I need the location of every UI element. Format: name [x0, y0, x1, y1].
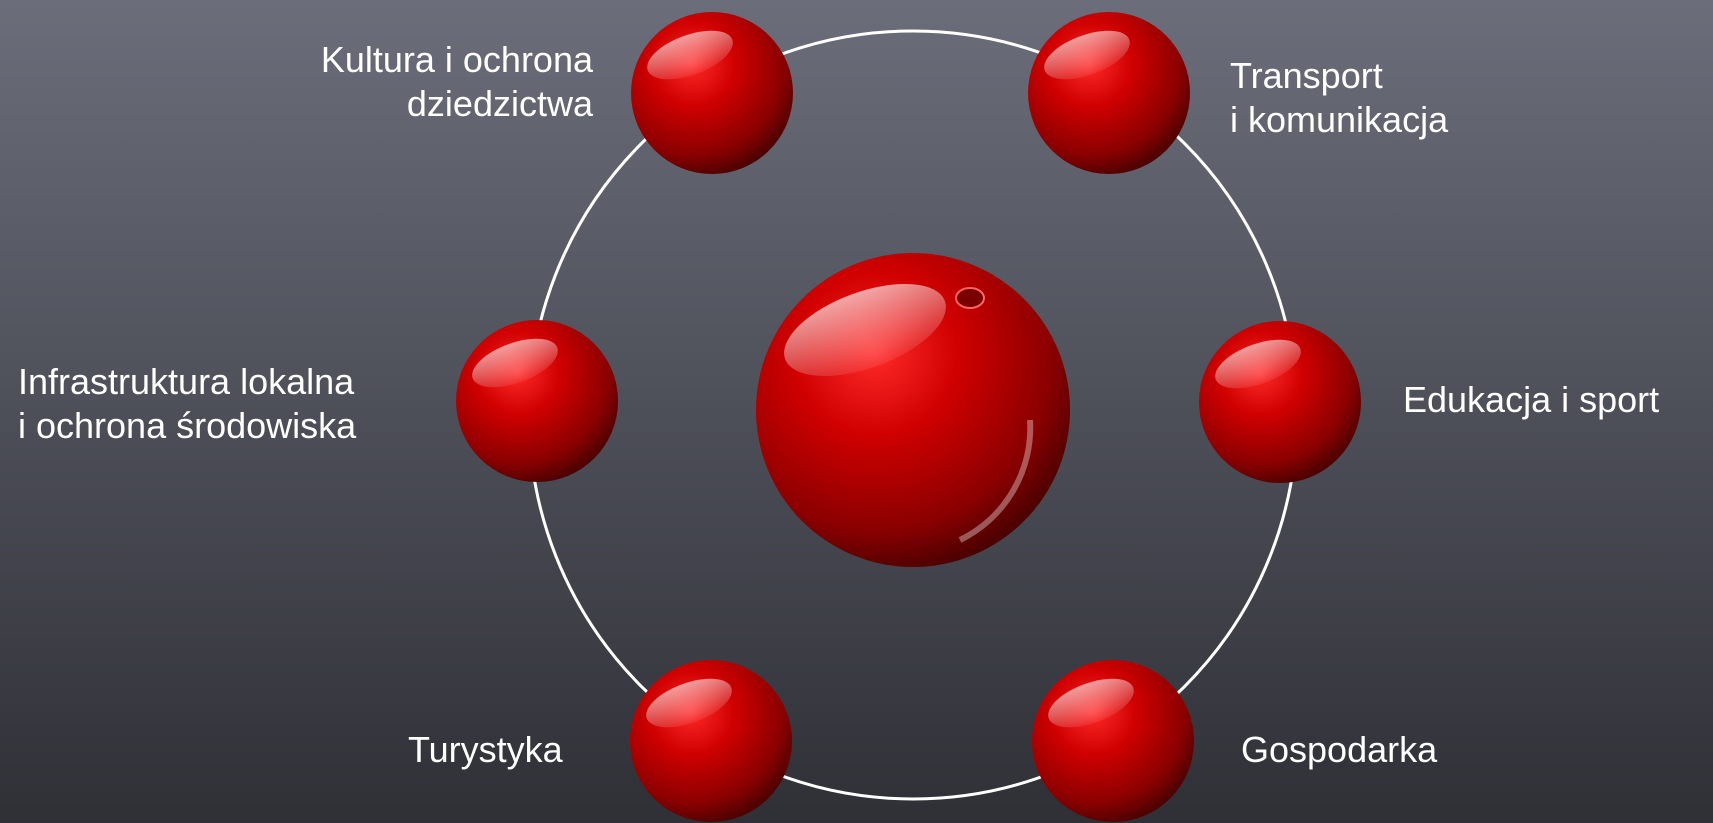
label-economy: Gospodarka — [1241, 729, 1438, 770]
sphere-culture — [631, 12, 793, 174]
label-infrastructure: Infrastruktura lokalna i ochrona środowi… — [18, 361, 357, 446]
sphere-education — [1199, 321, 1361, 483]
center-sphere — [756, 253, 1070, 567]
sphere-tourism — [630, 660, 792, 822]
label-culture: Kultura i ochrona dziedzictwa — [320, 39, 593, 124]
label-education: Edukacja i sport — [1403, 379, 1660, 420]
sphere-economy — [1032, 660, 1194, 822]
label-tourism: Turystyka — [408, 729, 563, 770]
label-transport: Transport i komunikacja — [1230, 55, 1449, 140]
sphere-infrastructure — [456, 320, 618, 482]
sphere-transport — [1028, 12, 1190, 174]
